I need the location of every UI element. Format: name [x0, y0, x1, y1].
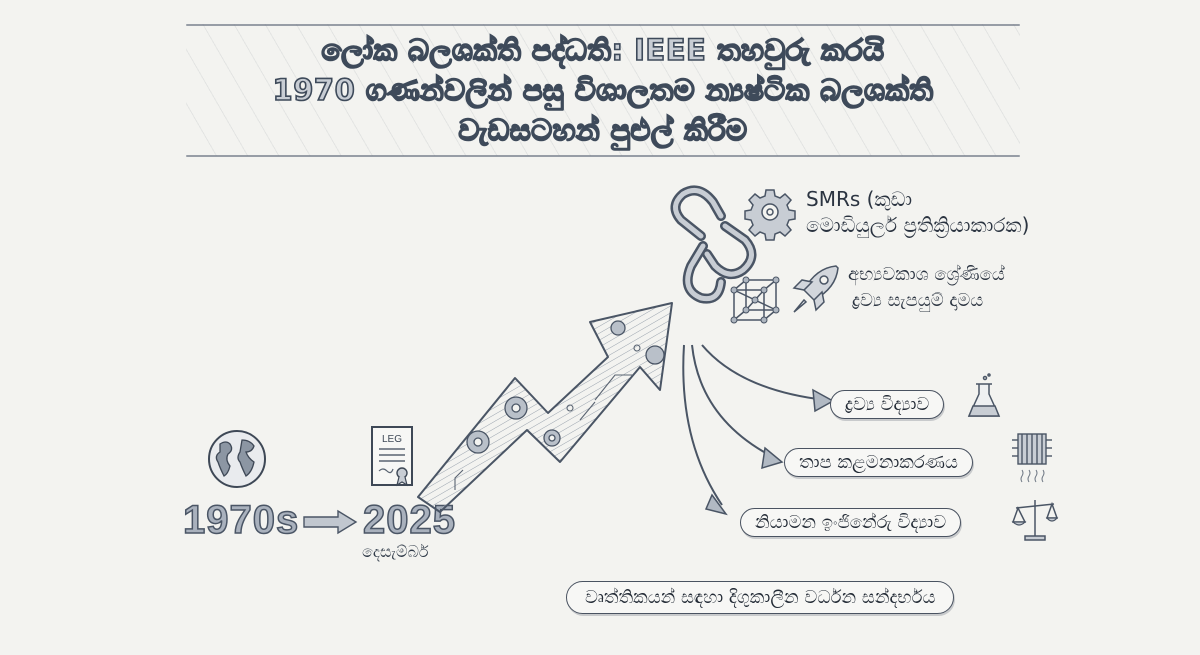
globe-icon — [208, 430, 266, 488]
crystal-lattice-icon — [730, 276, 780, 324]
career-context-pill: වෘත්තිකයන් සඳහා දිගුකාලීන වර්ධන සන්දර්භය — [566, 581, 955, 614]
heatsink-icon — [1012, 433, 1052, 483]
legislation-document-icon: LEG — [371, 426, 413, 487]
discipline-materials-science: ද්‍රව්‍ය විද්‍යාව — [830, 390, 945, 419]
scales-icon — [1011, 500, 1059, 541]
space-supply-label-line-1: අභ්‍යවකාශ ශ්‍රේණියේ — [848, 264, 1005, 285]
gear-icon — [744, 189, 796, 241]
title-line-1: ලෝක බලශක්ති පද්ධති: IEEE තහවුරු කරයි — [321, 32, 885, 68]
page-title: ලෝක බලශක්ති පද්ධති: IEEE තහවුරු කරයි 197… — [186, 30, 1020, 150]
end-month: දෙසැම්බර් — [362, 542, 429, 561]
rocket-icon — [792, 265, 839, 313]
smr-label-line-1: SMRs (කුඩා — [806, 187, 913, 211]
space-supply-label-line-2: ද්‍රව්‍ය සැපයුම් දාමය — [852, 290, 984, 311]
banner-bottom-rule — [186, 155, 1020, 157]
title-line-3: වැඩසටහන් පුළුල් කිරීම — [458, 112, 748, 148]
nuclear-emblem-icon — [670, 185, 757, 304]
svg-text:LEG: LEG — [382, 434, 402, 445]
flask-icon — [967, 373, 1001, 417]
timeline-arrow-icon — [303, 509, 358, 535]
smr-label-line-2: මොඩියුලර් ප්‍රතික්‍රියාකාරක) — [806, 213, 1030, 237]
start-year: 1970s — [182, 497, 300, 543]
title-banner — [186, 24, 1020, 156]
title-line-2: 1970 ගණන්වලින් පසු විශාලතම න්‍යෂ්ටික බලශ… — [272, 72, 934, 108]
discipline-thermal-management: තාප කළමනාකරණය — [784, 448, 973, 477]
banner-top-rule — [186, 24, 1020, 26]
discipline-regulatory-engineering: නියාමන ඉංජිනේරු විද්‍යාව — [740, 508, 962, 537]
